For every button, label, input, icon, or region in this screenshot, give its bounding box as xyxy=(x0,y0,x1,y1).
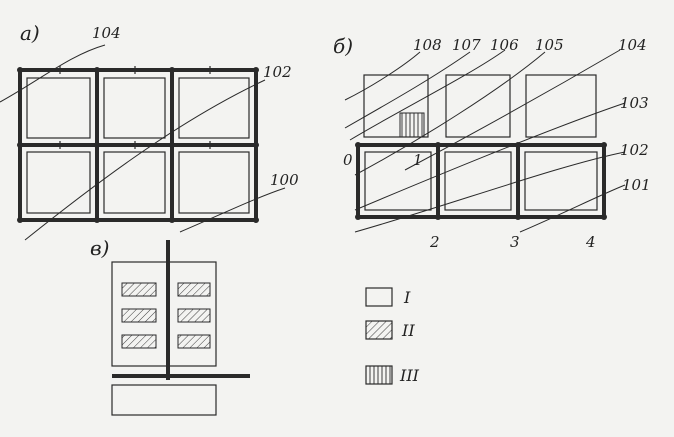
panel-a: а) 104 xyxy=(0,21,299,241)
panel-v-frame xyxy=(111,261,217,367)
upper-box-1 xyxy=(363,74,429,138)
axis-4: 4 xyxy=(585,233,596,251)
callout-104b: 104 xyxy=(618,36,647,54)
hatched-block-III xyxy=(399,112,425,138)
leader-100 xyxy=(179,187,286,233)
axis-3: 3 xyxy=(510,233,520,251)
panel-v-letter: в) xyxy=(90,236,109,260)
legend-swatch-I xyxy=(365,287,393,307)
panel-b-grid xyxy=(355,142,607,220)
panel-b: б) 108 107 106 105 1 0 xyxy=(333,34,651,251)
callout-108: 108 xyxy=(413,36,442,54)
axis-0: 0 xyxy=(343,151,353,169)
panel-b-letter: б) xyxy=(333,34,353,58)
callout-102b: 102 xyxy=(620,141,649,159)
legend: I II III xyxy=(365,287,420,385)
axis-1: 1 xyxy=(413,151,423,169)
callout-104: 104 xyxy=(92,24,121,42)
callout-100: 100 xyxy=(270,171,299,189)
legend-label-II: II xyxy=(401,321,415,340)
panel-v: в) xyxy=(90,236,250,416)
callout-103: 103 xyxy=(620,94,649,112)
legend-label-III: III xyxy=(399,366,420,385)
callout-101: 101 xyxy=(622,176,651,194)
callout-105: 105 xyxy=(535,36,564,54)
callout-102: 102 xyxy=(263,63,292,81)
upper-box-2 xyxy=(445,74,511,138)
upper-box-3 xyxy=(525,74,597,138)
legend-label-I: I xyxy=(403,288,411,307)
axis-2: 2 xyxy=(429,233,440,251)
panel-v-lower-block xyxy=(111,384,217,416)
legend-swatch-III xyxy=(365,365,393,385)
callout-107: 107 xyxy=(452,36,481,54)
leader-102 xyxy=(24,79,266,241)
legend-swatch-II xyxy=(365,320,393,340)
panel-a-grid xyxy=(17,66,259,223)
panel-a-letter: а) xyxy=(20,21,40,45)
leader-104 xyxy=(0,44,106,103)
callout-106: 106 xyxy=(490,36,519,54)
